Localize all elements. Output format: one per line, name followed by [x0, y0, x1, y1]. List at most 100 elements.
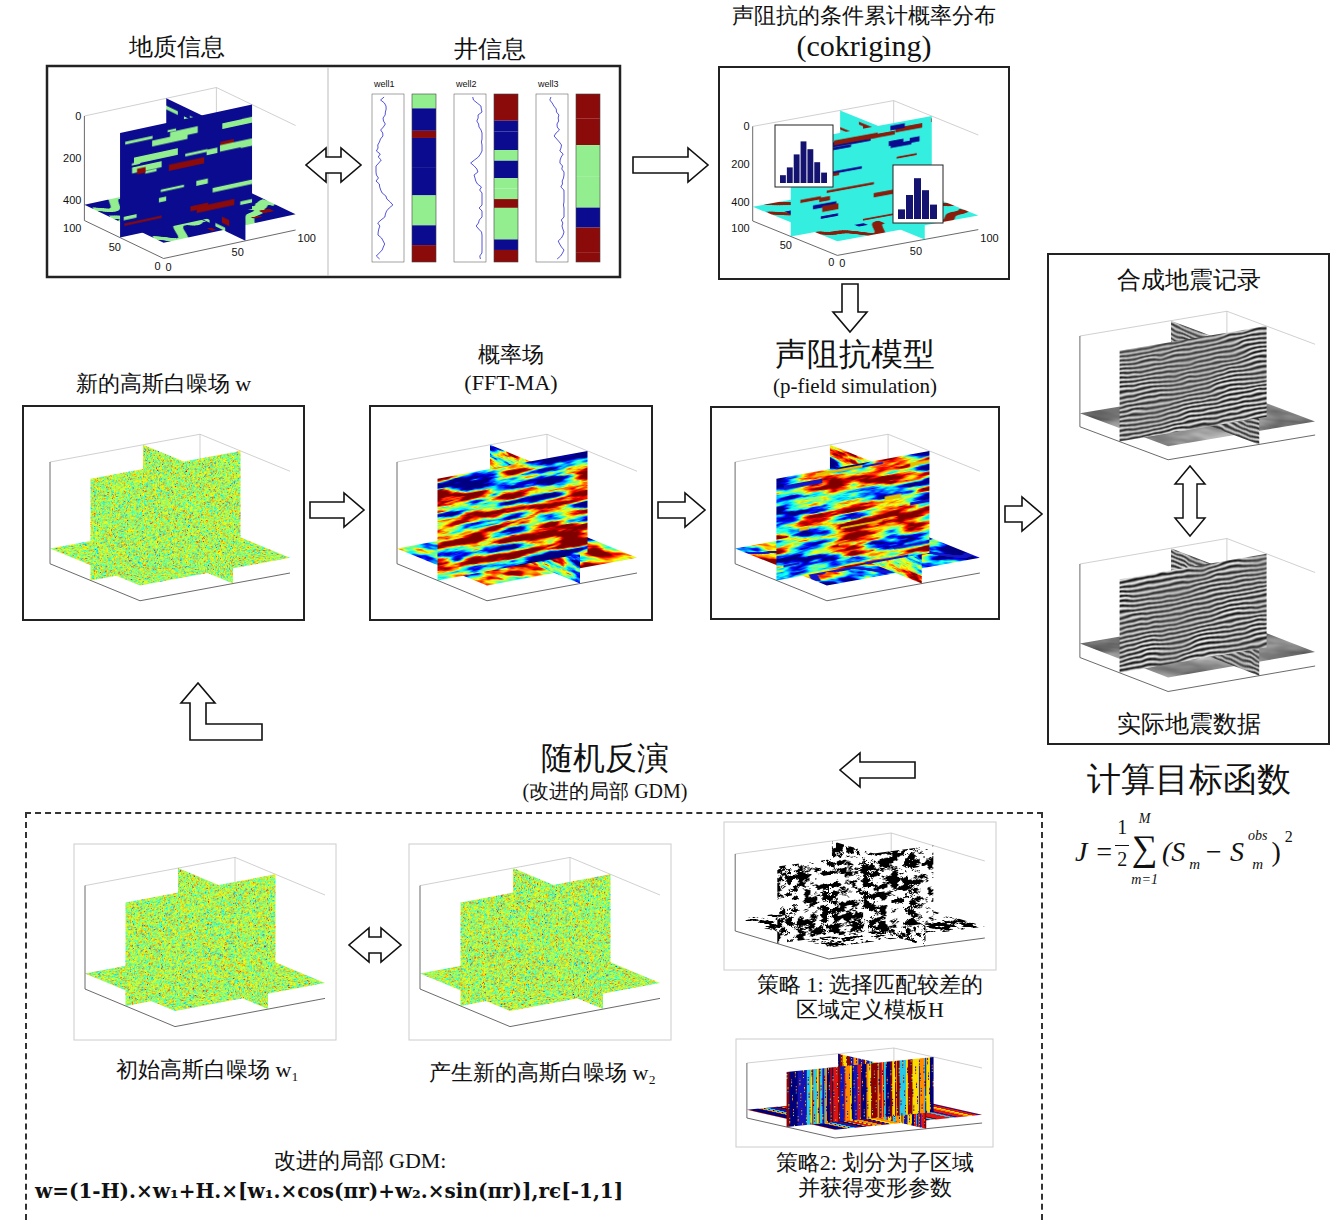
node-subheading: (FFT-MA): [369, 370, 653, 395]
node-heading: 井信息: [365, 36, 615, 64]
axis-line: [85, 886, 86, 989]
box-edge: [747, 1048, 894, 1063]
axis-line: [397, 462, 398, 564]
facies-band: [412, 168, 436, 195]
panel-box: 初始高斯白噪场 w₁: [70, 840, 345, 1085]
histogram-bar: [794, 154, 800, 183]
node-subheading: (p-field simulation): [710, 374, 1000, 398]
facies-band: [494, 94, 518, 121]
facies-band: [494, 161, 518, 178]
block-arrow: [840, 753, 915, 787]
double-arrow: [1175, 466, 1205, 536]
node-heading: 概率场: [369, 342, 653, 367]
slice-plot: [397, 434, 637, 601]
block-arrow: [306, 148, 361, 182]
histogram-bar: [780, 175, 786, 183]
histogram-bar: [801, 141, 807, 183]
log-curve: [550, 97, 564, 259]
block-arrow: [181, 683, 262, 740]
axis-tick: 100: [980, 232, 998, 245]
box-edge: [85, 857, 235, 885]
axis-line: [1079, 336, 1080, 427]
facies-band: [412, 245, 436, 262]
axis-line: [50, 462, 51, 564]
box-edge: [397, 434, 547, 462]
formula-part: 2: [1285, 828, 1293, 846]
plot-panel: [74, 844, 336, 1040]
axis-line: [735, 854, 736, 931]
histogram-bar: [807, 149, 813, 183]
panel-box: 随机反演 (改进的局部 GDM) 初始高斯白噪场 w₁ 产生新的高斯白噪场 w₂ 策略 …: [25, 740, 1043, 1223]
node-heading: 声阻抗的条件累计概率分布: [718, 3, 1010, 28]
histogram-bar: [821, 173, 827, 183]
facies-band: [412, 138, 436, 168]
facies-band: [494, 132, 518, 150]
facies-band: [494, 178, 518, 188]
facies-band: [494, 239, 518, 250]
slice-plot: [1080, 311, 1315, 460]
panel-box: 地质信息: [52, 28, 302, 273]
plot-panel: [736, 1039, 993, 1147]
axis-tick: 0: [166, 261, 172, 274]
axis-line: [829, 938, 985, 959]
block-arrow: [1005, 497, 1042, 531]
histogram-inset: [775, 125, 833, 187]
histogram-bar: [906, 195, 913, 219]
panel-frame: [710, 406, 1000, 620]
axis-line: [747, 1118, 835, 1138]
panel-box: 产生新的高斯白噪场 w₂: [405, 840, 680, 1085]
axis-tick: 50: [232, 246, 244, 259]
node-subheading: (改进的局部 GDM): [405, 780, 805, 803]
facies-band: [494, 121, 518, 132]
axis-line: [753, 221, 838, 255]
slice-plot: [736, 1039, 993, 1147]
axis-line: [510, 998, 660, 1026]
well-logs: [372, 94, 600, 262]
node-heading: 策略2: 划分为子区域 并获得变形参数: [725, 1150, 1025, 1201]
log-track: [372, 94, 404, 262]
slice-face: [1120, 554, 1267, 673]
node-heading: 产生新的高斯白噪场 w₂: [405, 1060, 680, 1085]
update-formula: w=(1-H).×w₁+H.×[w₁.×cos(πr)+w₂.×sin(πr)]…: [35, 1180, 623, 1203]
node-heading: 新的高斯白噪场 w: [22, 371, 305, 396]
slice-plot: [735, 434, 980, 601]
well-name: well1: [374, 79, 395, 89]
formula-part: m: [1252, 856, 1263, 873]
slice-face: [120, 105, 252, 238]
slice-face: [126, 874, 276, 1006]
panel-box: 策略 1: 选择匹配较差的 区域定义模板H: [715, 822, 1025, 1032]
panel-box: 策略2: 划分为子区域 并获得变形参数: [725, 1040, 1025, 1210]
objective-heading: 计算目标函数: [1045, 760, 1333, 799]
well-name: well3: [538, 79, 559, 89]
axis-line: [420, 989, 510, 1027]
axis-line: [50, 564, 140, 601]
node-heading: 随机反演: [405, 740, 805, 777]
axis-line: [735, 564, 827, 601]
facies-band: [576, 252, 600, 262]
box-edge: [50, 434, 200, 462]
slice-face: [777, 846, 933, 944]
facies-band: [576, 94, 600, 119]
facies-band: [494, 208, 518, 240]
facies-column: [576, 94, 600, 262]
axis-line: [1080, 427, 1168, 460]
facies-band: [494, 199, 518, 208]
panel-frame: [47, 66, 620, 277]
axis-line: [735, 931, 829, 959]
slice-face: [787, 1057, 934, 1127]
box-edge: [84, 88, 216, 117]
facies-band: [412, 94, 436, 108]
axis-tick: 0: [75, 110, 81, 123]
axis-tick: 50: [910, 245, 922, 258]
axis-tick: 200: [63, 151, 81, 164]
axis-tick: 400: [731, 196, 749, 209]
plot-panel: [409, 844, 671, 1040]
facies-band: [412, 195, 436, 225]
panel-frame: [1047, 253, 1330, 745]
histogram-bar: [787, 167, 793, 183]
axis-tick: 100: [63, 222, 81, 235]
